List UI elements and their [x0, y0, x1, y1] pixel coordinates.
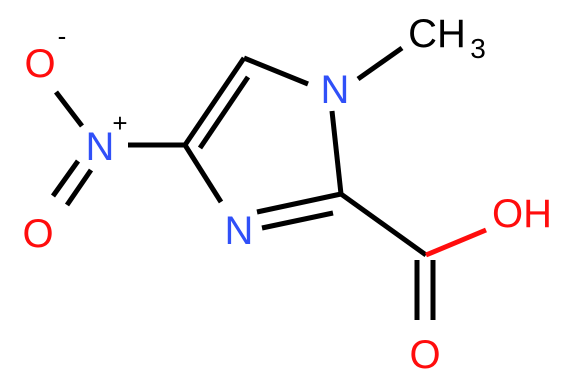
bond-n1-methyl — [356, 45, 404, 82]
atom-oh-label: OH — [492, 192, 552, 236]
atom-n1-label: N — [321, 68, 350, 112]
bond-c4-c5-inner — [197, 75, 251, 150]
atom-methyl-label: CH — [408, 12, 466, 56]
bond-c2-n1 — [329, 110, 344, 195]
atom-carbonyl-o-label: O — [409, 333, 440, 377]
bond-c2-carboxyl — [339, 191, 428, 258]
bond-n3-c2-inner — [261, 210, 334, 231]
methyl-subscript: 3 — [470, 33, 486, 64]
bond-c5-n1 — [243, 55, 309, 87]
atom-nitro-o-minus-label: O — [24, 42, 55, 86]
nitro-n-charge: + — [112, 108, 127, 138]
atom-n3-label: N — [225, 209, 254, 253]
bond-c4-n3 — [182, 143, 224, 204]
bond-carboxyl-oh — [425, 227, 487, 258]
bond-c4-c5 — [182, 56, 247, 147]
bond-nitro-n-o-b — [64, 168, 94, 207]
bond-nitro-n-o-minus — [54, 90, 84, 128]
bond-n3-c2 — [256, 191, 342, 215]
nitro-o-minus-charge: - — [58, 21, 67, 51]
atom-nitro-o-label: O — [22, 212, 53, 256]
atom-nitro-n-label: N — [86, 125, 115, 169]
bond-nitro-n-o-a — [50, 159, 81, 198]
